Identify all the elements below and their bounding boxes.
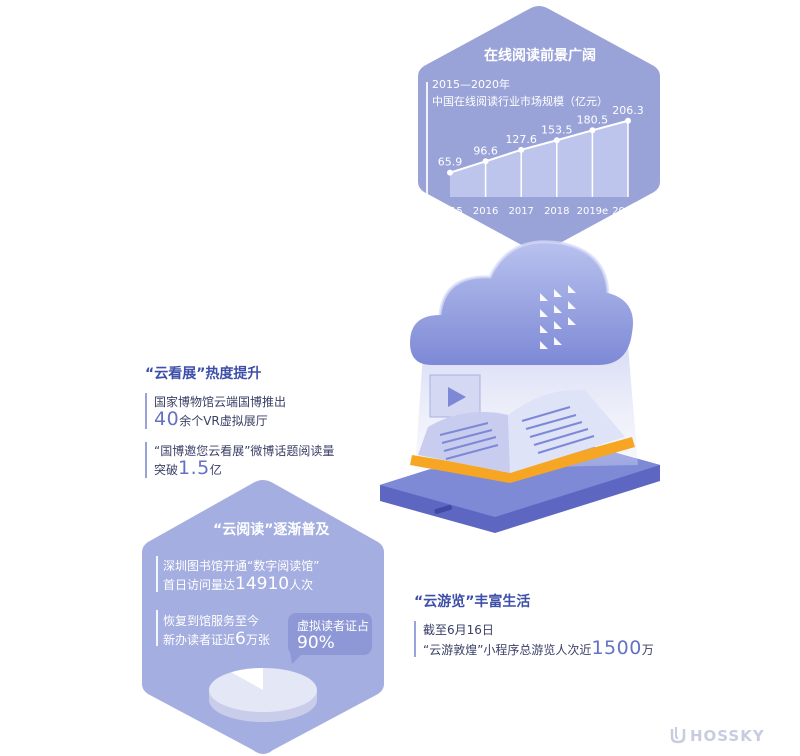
data-value-label: 127.6 [505,133,537,146]
data-point [447,169,453,176]
new-reader-cards: 6 [235,629,246,649]
divider [414,621,416,657]
x-tick-label: 2019e [577,206,609,217]
data-point [625,117,631,124]
data-point [553,137,560,144]
cloud-book-illustration [380,240,660,533]
data-point [482,158,489,165]
chart-subtitle-metric: 中国在线阅读行业市场规模（亿元） [432,95,608,108]
callout-pointer [290,652,304,664]
exhibition-item1-line1: 国家博物馆云端国博推出 [154,395,287,409]
online-reading-title: 在线阅读前景广阔 [484,48,596,64]
data-value-label: 65.9 [438,156,463,169]
dunhuang-visits: 1500 [591,637,642,659]
hossky-logo-icon [670,727,686,744]
callout-value: 90% [297,633,335,653]
x-tick-label: 2016 [473,206,498,217]
data-value-label: 96.6 [473,144,498,157]
weibo-read-count: 1.5 [178,457,210,479]
tour-date-line: 截至6月16日 [423,623,494,637]
x-tick-label: 2017 [508,206,533,217]
pie-slice-other [231,668,263,690]
x-tick-label: 2020e [612,206,644,217]
first-day-visits: 14910 [235,574,290,594]
cloud-upload-icon [410,240,633,365]
online-reading-hexagon: 65.9201596.62016127.62017153.52018180.52… [418,6,660,252]
data-value-label: 206.3 [612,104,644,117]
x-tick-label: 2015 [437,206,462,217]
exhibition-item1-line2: 40余个VR虚拟展厅 [154,408,268,430]
reading-item1-line2: 首日访问量达14910人次 [163,574,314,594]
open-book-icon [410,389,635,483]
data-point [518,146,525,153]
exhibition-item2-line1: “国博邀您云看展”微博话题阅读量 [154,444,335,458]
x-tick-label: 2018 [544,206,569,217]
market-size-line [449,119,629,174]
video-play-icon [429,374,481,418]
divider [145,393,147,429]
exhibition-item2-line2: 突破1.5亿 [154,457,222,479]
market-size-area-chart: 65.9201596.62016127.62017153.52018180.52… [437,104,644,217]
divider [145,442,147,478]
data-point [589,127,596,134]
chart-subtitle-years: 2015—2020年 [432,78,510,91]
data-value-label: 153.5 [541,123,573,136]
cloud-exhibition-title: “云看展”热度提升 [145,366,262,382]
market-size-area [450,120,628,197]
cloud-reading-hexagon [142,480,384,754]
reading-item2-line2: 新办读者证近6万张 [163,629,270,649]
reading-item2-line1: 恢复到馆服务至今 [163,614,260,628]
cloud-tour-title: “云游览”丰富生活 [414,594,531,610]
vr-hall-count: 40 [154,408,180,430]
tour-visits-line: “云游敦煌”小程序总游览人次近1500万 [423,637,654,659]
virtual-card-callout: 虚拟读者证占 90% [288,613,372,655]
watermark-text: HOSSKY [690,727,765,745]
reader-card-pie-chart [209,668,317,722]
callout-label: 虚拟读者证占 [297,619,370,633]
data-value-label: 180.5 [577,113,609,126]
cloud-reading-title: “云阅读”逐渐普及 [213,522,330,538]
reading-item1-line1: 深圳图书馆开通“数字阅读馆” [163,559,320,573]
